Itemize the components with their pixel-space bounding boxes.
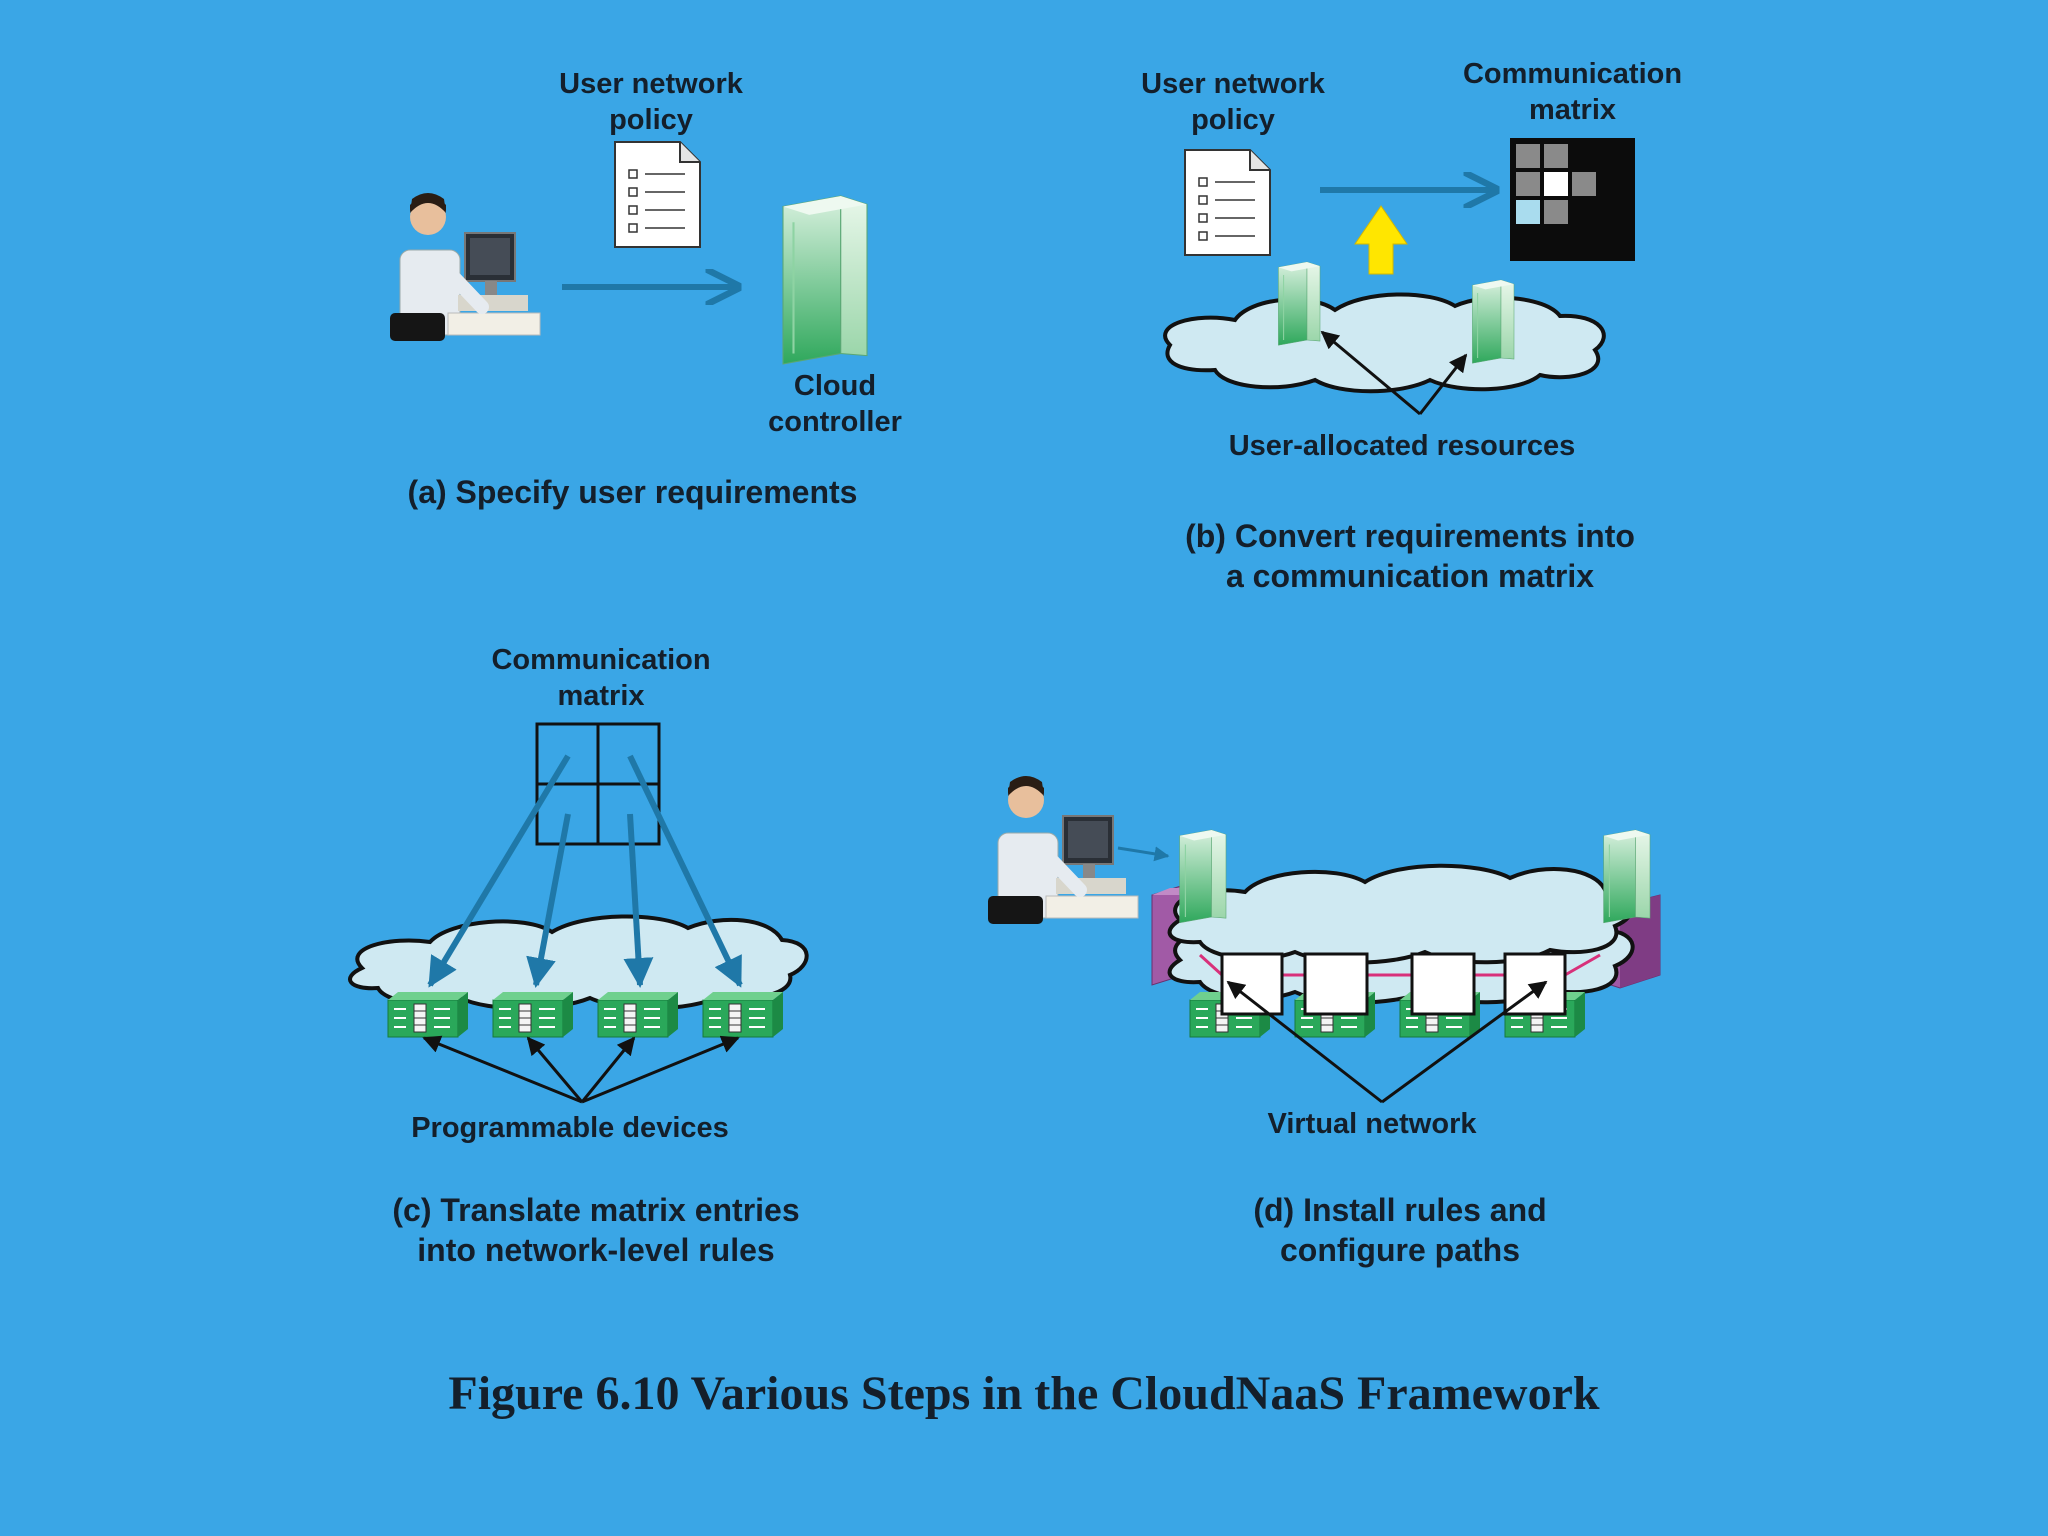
programmable-devices-label: Programmable devices xyxy=(411,1112,729,1144)
matrix-icon xyxy=(1510,138,1635,261)
device-pointer-arrow xyxy=(526,1036,584,1103)
rule-box xyxy=(1220,952,1284,1016)
rule-arrow xyxy=(627,754,743,988)
resource-pointer-arrow xyxy=(1320,330,1421,416)
figure-title: Figure 6.10 Various Steps in the CloudNa… xyxy=(448,1367,1600,1420)
install-arrow xyxy=(1117,846,1170,862)
user-allocated-resources-label: User-allocated resources xyxy=(1228,430,1576,462)
switch-icon xyxy=(387,991,469,1038)
rule-arrow xyxy=(526,813,571,988)
cloud-icon xyxy=(1163,292,1606,394)
virtual-link xyxy=(1198,953,1601,977)
device-pointer-arrow xyxy=(581,1035,740,1104)
cloud-icon xyxy=(1167,863,1635,965)
panel-a xyxy=(390,141,869,366)
resource-pointer-arrow xyxy=(1418,353,1468,415)
policy-document-icon xyxy=(614,141,701,248)
yellow-up-arrow-icon xyxy=(1354,205,1408,275)
resource-server-icon xyxy=(1471,279,1515,364)
panel-c xyxy=(348,722,809,1104)
network-pointer-arrow xyxy=(1226,980,1383,1104)
switch-icon xyxy=(597,991,679,1038)
rule-arrow xyxy=(623,813,654,988)
user-at-workstation-icon xyxy=(390,193,540,341)
server-icon xyxy=(1179,829,1227,924)
policy-document-icon xyxy=(1184,149,1271,256)
switch-icon xyxy=(702,991,784,1038)
resource-server-icon xyxy=(1277,261,1321,346)
rule-box xyxy=(1410,952,1476,1016)
virtual-network-label: Virtual network xyxy=(1267,1108,1477,1140)
panel-a-caption: (a) Specify user requirements xyxy=(407,474,858,510)
device-pointer-arrow xyxy=(422,1035,583,1104)
cloud-controller-server-icon xyxy=(781,194,869,366)
matrix-grid-icon xyxy=(535,722,661,846)
panel-b xyxy=(1163,138,1635,416)
panel-d xyxy=(988,776,1661,1104)
device-pointer-arrow xyxy=(580,1036,636,1103)
server-icon xyxy=(1603,829,1651,924)
rule-box xyxy=(1303,952,1369,1016)
switch-icon xyxy=(492,991,574,1038)
network-pointer-arrow xyxy=(1381,980,1548,1104)
user-at-workstation-icon xyxy=(988,776,1138,924)
rule-arrow xyxy=(427,754,571,988)
